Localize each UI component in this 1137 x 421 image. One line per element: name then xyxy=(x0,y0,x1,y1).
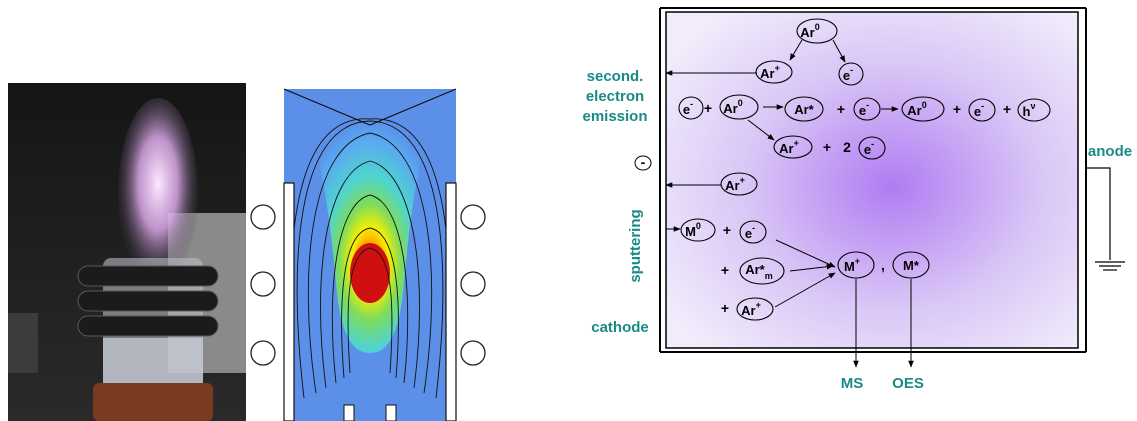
left-wall xyxy=(283,182,295,421)
plus-sign: + xyxy=(823,139,831,155)
plus-sign: + xyxy=(704,100,712,116)
species-ar-star: Ar* xyxy=(794,102,814,117)
oes-label: OES xyxy=(892,375,924,392)
species-e-row: e- xyxy=(859,100,869,118)
species-hv: hν xyxy=(1023,101,1036,119)
arrow xyxy=(747,119,775,141)
plus-sign: + xyxy=(723,222,731,238)
species-e-m: e- xyxy=(745,223,755,241)
right-wall xyxy=(445,182,457,421)
species-m-plus: M+ xyxy=(844,256,860,274)
plasma-simulation-plot xyxy=(250,88,486,421)
species-ar0-top: Ar0 xyxy=(800,22,819,40)
glow-discharge-photo xyxy=(8,83,246,421)
species-m0: M0 xyxy=(685,221,701,239)
species-ar0-row: Ar0 xyxy=(723,98,742,116)
coil-cross-section xyxy=(250,340,276,366)
copper-base xyxy=(93,383,213,421)
coil-cross-section xyxy=(460,271,486,297)
plus-sign: + xyxy=(1003,101,1011,117)
cathode-polarity-badge xyxy=(634,155,652,171)
emission-label-line1: second. xyxy=(587,68,644,85)
plus-sign: + xyxy=(953,101,961,117)
plus-sign: + xyxy=(837,101,845,117)
emission-label-line3: emission xyxy=(582,108,647,125)
species-e-mid: e- xyxy=(864,139,874,157)
arrow xyxy=(774,272,836,308)
species-ar-plus-mid: Ar+ xyxy=(779,138,799,156)
cathode-label: cathode xyxy=(591,319,649,336)
plus-sign: + xyxy=(721,262,729,278)
arrow xyxy=(789,39,803,61)
species-m-star: M* xyxy=(903,258,920,273)
species-e-left: e- xyxy=(683,99,693,117)
species-ar0-right: Ar0 xyxy=(907,100,926,118)
emission-label-line2: electron xyxy=(586,88,644,105)
sputtering-label: sputtering xyxy=(627,209,644,282)
coil-cross-section xyxy=(250,271,276,297)
coil-cross-section xyxy=(460,204,486,230)
arrow xyxy=(832,39,846,63)
species-e-top: e- xyxy=(843,65,853,83)
comma-separator: , xyxy=(881,257,885,273)
species-ar-plus-low: Ar+ xyxy=(725,175,745,193)
species-e-right: e- xyxy=(974,101,984,119)
ms-label: MS xyxy=(841,375,864,392)
cathode-polarity-sign: - xyxy=(641,154,646,170)
rf-coil xyxy=(77,315,219,337)
coil-cross-section xyxy=(460,340,486,366)
plasma-chamber xyxy=(665,11,1079,349)
species-ar-plus-m: Ar+ xyxy=(741,300,761,318)
plasma-flame xyxy=(118,98,198,288)
glow-discharge-process-diagram: second. electron emission sputtering cat… xyxy=(582,7,1132,392)
species-ar-star-m: Ar*m xyxy=(745,262,773,281)
arrow xyxy=(789,263,834,272)
arrow xyxy=(775,239,836,268)
multiplier-two: 2 xyxy=(843,139,851,155)
coil-cross-section xyxy=(250,204,276,230)
plus-sign: + xyxy=(721,300,729,316)
species-ar-plus-top: Ar+ xyxy=(760,63,780,81)
anode-label: anode xyxy=(1088,143,1132,160)
